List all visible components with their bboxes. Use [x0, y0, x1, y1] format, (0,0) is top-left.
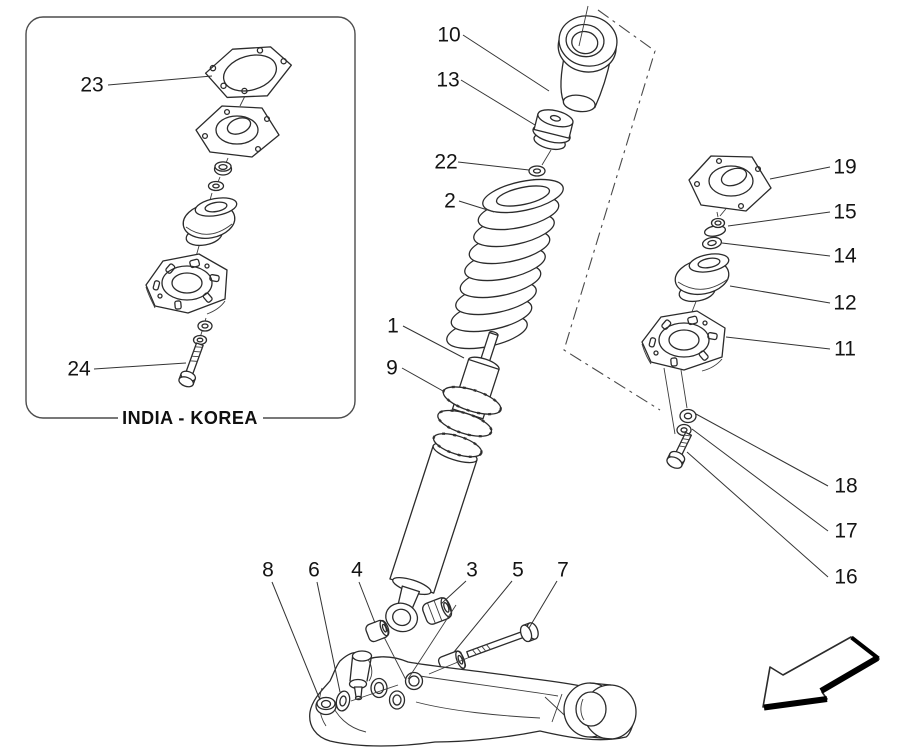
callout-8: 8	[262, 559, 274, 582]
part-9-spring-seat-rings	[432, 385, 502, 458]
caption-background	[118, 405, 263, 431]
part-1-shock-strut	[385, 330, 502, 633]
damper-tube	[389, 445, 478, 594]
callout-17: 17	[834, 520, 857, 543]
callout-11: 11	[834, 338, 856, 361]
shock-absorber-assembly	[365, 5, 618, 676]
part-3-bushing	[422, 597, 453, 625]
callout-23: 23	[80, 74, 103, 97]
part-2-coil-spring	[446, 178, 564, 350]
part-4-bushing	[365, 619, 390, 643]
inset-bolt	[178, 342, 204, 388]
callout-labels: 23 24 10 13 22 2 1 9 8 6 4 3 5 7 19 15 1…	[67, 24, 857, 589]
callout-15: 15	[833, 201, 856, 224]
part-6-washer	[335, 690, 351, 712]
callout-10: 10	[437, 24, 460, 47]
callout-14: 14	[833, 245, 857, 268]
part-22-washer	[528, 165, 546, 177]
inset-washer	[207, 180, 225, 192]
callout-4: 4	[351, 559, 363, 582]
callout-13: 13	[436, 69, 459, 92]
inset-nut	[213, 161, 233, 176]
callout-12: 12	[833, 292, 856, 315]
callout-5: 5	[512, 559, 524, 582]
lower-suspension-arm	[309, 650, 637, 747]
part-11-flange-plate	[641, 310, 726, 372]
india-korea-inset: INDIA - KOREA	[25, 16, 356, 431]
part-15-nut	[703, 211, 727, 237]
callout-24: 24	[67, 358, 91, 381]
callout-3: 3	[466, 559, 478, 582]
part-16-bolt	[666, 431, 693, 469]
reference-dash-line	[563, 9, 661, 411]
inset-bolt-washers	[192, 320, 213, 346]
callout-1: 1	[387, 315, 399, 338]
callout-6: 6	[308, 559, 320, 582]
arm-details	[318, 658, 577, 733]
inset-caption: INDIA - KOREA	[122, 408, 258, 428]
part-13-bump-stop	[532, 109, 574, 151]
part-19-mount-plate	[688, 155, 772, 212]
callout-2: 2	[444, 190, 456, 213]
part-8-nut	[315, 696, 337, 716]
upper-mount-group	[641, 155, 772, 469]
arm-bushing-eye	[563, 682, 637, 740]
callout-7: 7	[557, 559, 569, 582]
callout-16: 16	[834, 566, 857, 589]
callout-19: 19	[833, 156, 856, 179]
assembly-guide-lines	[350, 604, 471, 702]
leader-lines	[93, 34, 831, 701]
inset-gasket-plate	[204, 46, 292, 99]
part-10-dust-cover	[557, 15, 618, 113]
part-7-bolt	[466, 622, 539, 659]
part-18-washer	[679, 408, 697, 424]
part-14-washer	[701, 236, 723, 250]
callout-9: 9	[386, 357, 398, 380]
part-12-rubber-buffer	[674, 253, 730, 303]
inset-rubber-buffer	[182, 197, 238, 247]
callout-22: 22	[434, 151, 457, 174]
axis-line-top	[578, 5, 589, 47]
arm-ball-stud	[348, 650, 373, 701]
direction-arrow-icon	[762, 635, 880, 711]
inset-mount-plate	[195, 105, 280, 158]
callout-18: 18	[834, 475, 857, 498]
inset-flange-plate	[145, 253, 228, 315]
